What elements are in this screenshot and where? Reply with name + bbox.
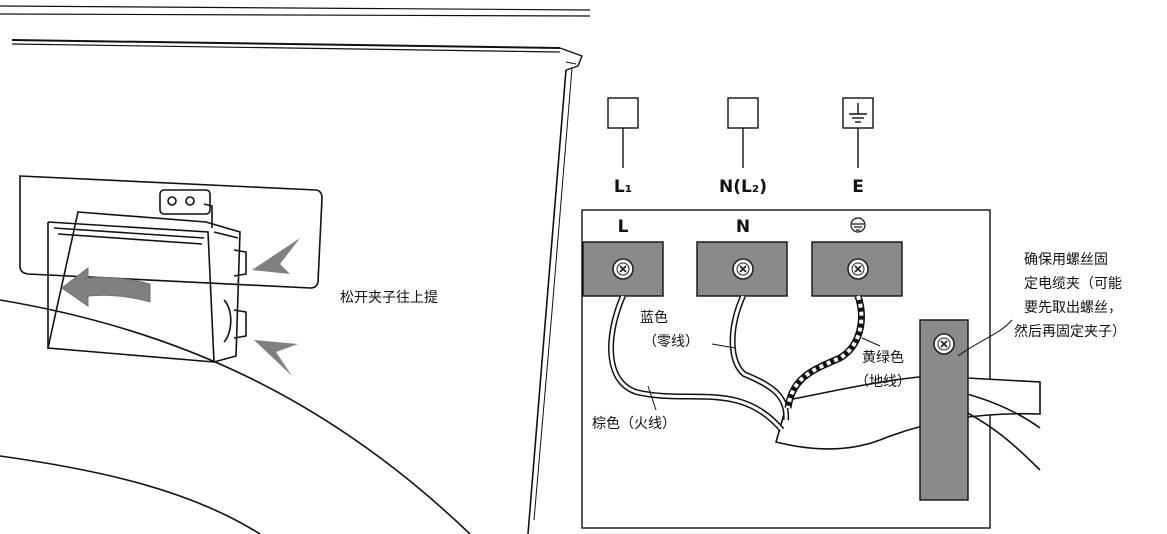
earth-label-line2: （地线） bbox=[855, 374, 911, 390]
supply-label-l1: L₁ bbox=[614, 177, 632, 197]
instruction-text: 松开夹子往上提 bbox=[340, 290, 438, 306]
screw-icon bbox=[933, 333, 955, 355]
note-line4: 然后再固定夹子） bbox=[1014, 323, 1126, 340]
terminal-earth-icon bbox=[850, 217, 866, 233]
cable-clip-illustration bbox=[47, 189, 247, 363]
brown-label: 棕色（火线） bbox=[592, 415, 676, 432]
mains-cable bbox=[775, 375, 1041, 471]
terminal-label-l: L bbox=[618, 217, 629, 237]
note-line1: 确保用螺丝固 bbox=[1024, 252, 1108, 268]
earth-wire bbox=[784, 294, 865, 409]
screw-icon bbox=[612, 258, 634, 280]
leader-lines bbox=[647, 319, 1013, 411]
earth-symbol-icon bbox=[849, 103, 867, 123]
blue-label-line2: （零线） bbox=[643, 334, 699, 350]
cable-clamp bbox=[919, 319, 969, 501]
press-arrow-bottom-icon bbox=[254, 340, 298, 376]
slide-left-arrow-icon bbox=[61, 266, 151, 307]
screw-icon bbox=[732, 258, 754, 280]
earth-label-line1: 黄绿色 bbox=[862, 349, 904, 366]
press-arrow-top-icon bbox=[252, 238, 300, 274]
supply-terminals bbox=[607, 97, 874, 168]
wiring-box bbox=[581, 209, 991, 529]
supply-label-e: E bbox=[852, 177, 864, 197]
note-line2: 定电缆夹（可能 bbox=[1024, 276, 1122, 292]
terminal-n bbox=[696, 241, 788, 297]
terminal-l bbox=[582, 241, 664, 297]
supply-label-n-l2: N(L₂) bbox=[719, 177, 767, 197]
brown-wire bbox=[608, 294, 785, 432]
terminal-label-n: N bbox=[736, 217, 750, 237]
note-line3: 要先取出螺丝， bbox=[1024, 300, 1122, 316]
screw-icon bbox=[847, 258, 869, 280]
blue-wire bbox=[729, 294, 790, 421]
appliance-panel bbox=[0, 5, 591, 534]
blue-label-line1: 蓝色 bbox=[640, 309, 668, 326]
terminal-earth bbox=[811, 241, 903, 297]
